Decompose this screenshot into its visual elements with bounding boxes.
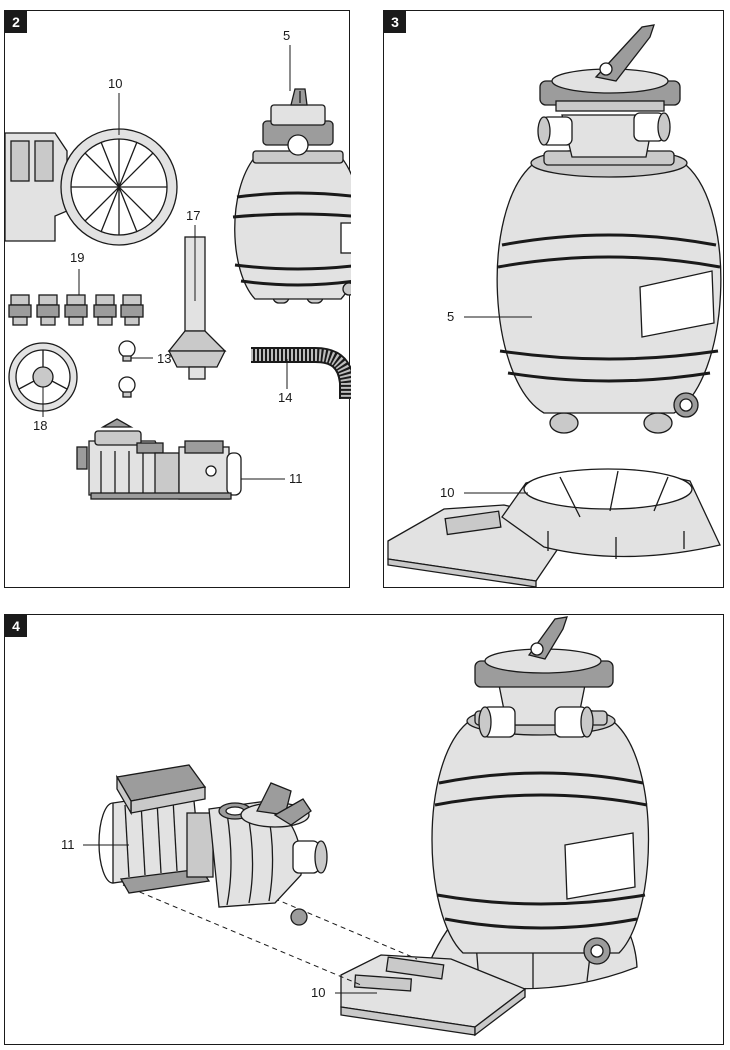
callout-13: 13 xyxy=(157,351,172,366)
callout-10: 10 xyxy=(440,485,455,500)
leader-lines xyxy=(42,45,291,480)
valve-balls xyxy=(118,340,136,398)
callout-10: 10 xyxy=(311,985,326,1000)
pump xyxy=(76,418,242,500)
panel-2: 2 xyxy=(4,10,351,588)
panel-4: 4 xyxy=(4,614,724,1045)
filter-tank xyxy=(496,148,722,434)
panel-number: 3 xyxy=(384,11,406,33)
callout-19: 19 xyxy=(70,250,85,265)
callout-5: 5 xyxy=(283,28,291,43)
corrugated-hose xyxy=(251,347,351,399)
base-wheel xyxy=(60,128,178,246)
base-plate xyxy=(340,954,527,1037)
callout-11: 11 xyxy=(289,471,303,486)
base-plate-fragment xyxy=(5,132,68,242)
panel-3-drawing xyxy=(387,24,722,588)
standpipe xyxy=(167,236,227,380)
pump xyxy=(98,764,328,926)
base-assembly xyxy=(387,468,721,588)
callout-10: 10 xyxy=(108,76,123,91)
panel-2-drawing xyxy=(5,45,351,500)
filter-tank xyxy=(431,706,650,965)
callout-18: 18 xyxy=(33,418,48,433)
callout-17: 17 xyxy=(186,208,201,223)
connectors xyxy=(8,294,144,326)
panel-number: 4 xyxy=(5,615,27,637)
callout-14: 14 xyxy=(278,390,293,405)
multiport-valve xyxy=(537,24,681,158)
panel-number: 2 xyxy=(5,11,27,33)
callout-11: 11 xyxy=(61,837,75,852)
callout-5: 5 xyxy=(447,309,455,324)
panel-4-drawing xyxy=(83,616,650,1037)
multiport-valve xyxy=(474,616,614,738)
panel-3: 3 xyxy=(383,10,724,588)
filter-tank xyxy=(232,88,351,304)
alignment-lines xyxy=(122,880,418,986)
